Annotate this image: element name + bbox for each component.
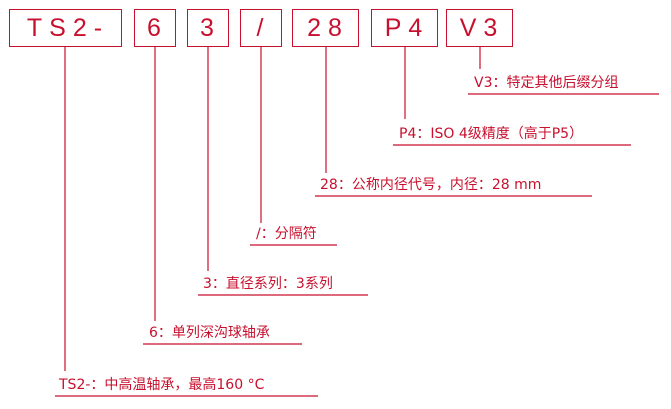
code-text-six: 6 [147,13,168,42]
code-box-v3: V3 [446,9,513,47]
code-box-ts2: TS2- [9,9,122,47]
code-text-v3: V3 [459,13,505,42]
label-three: 3：直径系列：3系列 [203,276,333,292]
code-box-six: 6 [134,9,176,47]
label-slash: /：分隔符 [256,226,317,242]
code-box-slash: / [240,9,282,47]
label-ts2: TS2-：中高温轴承，最高160 °C [59,377,265,393]
code-text-twentyeight: 28 [307,13,349,42]
code-text-ts2: TS2- [26,13,110,42]
code-text-p4: P4 [384,13,430,42]
label-p4: P4：ISO 4级精度（高于P5） [399,126,584,142]
label-twentyeight: 28：公称内径代号，内径：28 mm [320,177,542,193]
label-v3: V3：特定其他后缀分组 [474,75,619,91]
code-box-twentyeight: 28 [292,9,359,47]
code-box-three: 3 [187,9,229,47]
code-text-three: 3 [200,13,221,42]
code-text-slash: / [256,13,271,42]
label-six: 6：单列深沟球轴承 [149,325,270,341]
code-box-p4: P4 [371,9,438,47]
